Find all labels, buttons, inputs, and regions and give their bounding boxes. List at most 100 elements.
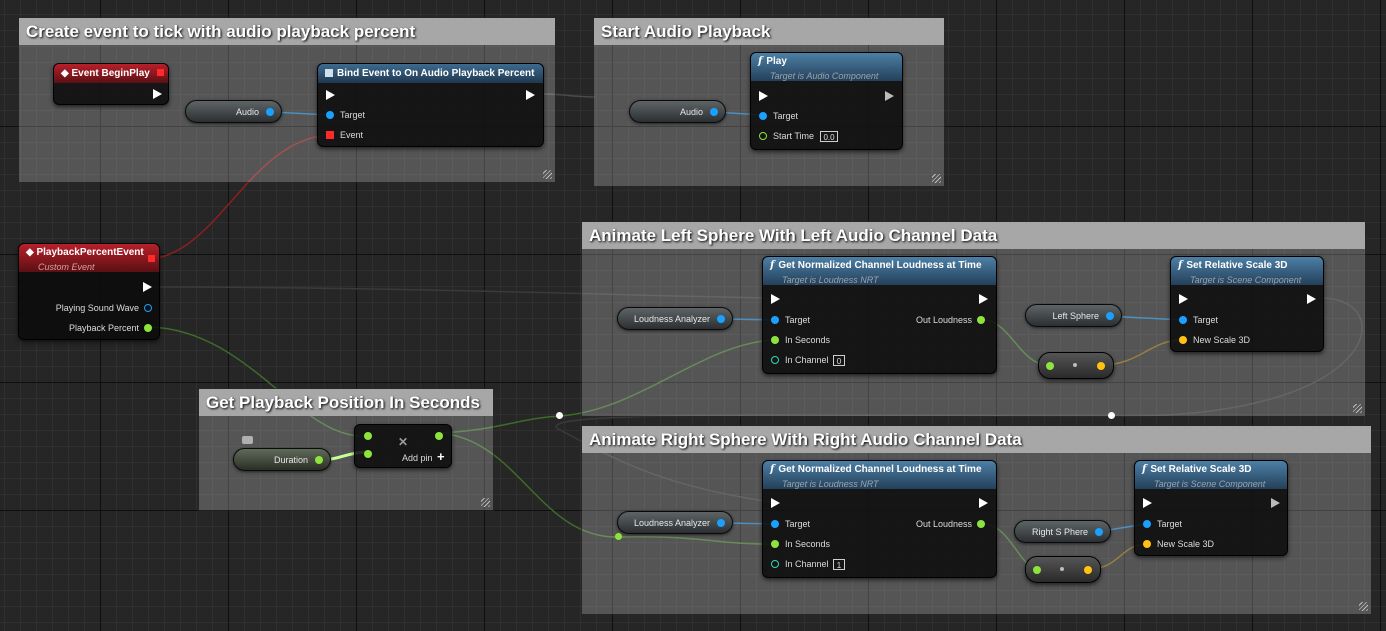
function-icon: f [1178,260,1183,271]
left-make-vector-node[interactable] [1038,352,1114,379]
exec-out-pin[interactable] [153,89,162,99]
playback-percent-pin[interactable] [144,324,152,332]
out-loudness-pin[interactable] [977,316,985,324]
function-icon: f [770,260,775,271]
reroute-node[interactable] [615,533,622,540]
exec-out-pin[interactable] [143,282,152,292]
start-time-input[interactable]: 0.0 [820,131,838,142]
in-channel-pin[interactable] [771,560,779,568]
exec-out-pin[interactable] [979,294,988,304]
event-diamond-icon: ◆ [26,247,37,258]
variable-out-pin[interactable] [1106,312,1114,320]
target-pin[interactable] [771,520,779,528]
event-pin[interactable] [326,131,334,139]
in-seconds-pin[interactable] [771,336,779,344]
resize-handle[interactable] [481,498,490,507]
out-loudness-label: Out Loudness [915,315,972,325]
playing-sound-wave-pin[interactable] [144,304,152,312]
resize-handle[interactable] [1353,404,1362,413]
audio-variable-node[interactable]: Audio [185,100,282,123]
exec-in-pin[interactable] [771,498,780,508]
variable-out-pin[interactable] [315,456,323,464]
comment-get-position[interactable]: Get Playback Position In Seconds [198,388,494,511]
target-pin[interactable] [1179,316,1187,324]
node-title: Set Relative Scale 3D [1186,260,1288,271]
exec-in-pin[interactable] [326,90,335,100]
dot-icon [1060,567,1064,571]
in-seconds-pin[interactable] [771,540,779,548]
exec-out-pin[interactable] [526,90,535,100]
function-icon: f [758,56,763,67]
event-diamond-icon: ◆ [61,68,72,79]
variable-out-pin[interactable] [717,519,725,527]
resize-handle[interactable] [543,170,552,179]
out-loudness-pin[interactable] [977,520,985,528]
plus-icon[interactable]: + [437,449,445,464]
bind-event-node[interactable]: Bind Event to On Audio Playback Percent … [317,63,544,147]
exec-in-pin[interactable] [1179,294,1188,304]
node-subtitle: Target is Audio Component [770,71,879,81]
result-out-pin[interactable] [435,432,443,440]
target-label: Target [1193,315,1219,325]
reroute-node[interactable] [556,412,563,419]
exec-in-pin[interactable] [771,294,780,304]
node-title: Play [766,56,787,67]
resize-handle[interactable] [1359,602,1368,611]
b-in-pin[interactable] [364,450,372,458]
left-sphere-variable-node[interactable]: Left Sphere [1025,304,1122,327]
exec-out-pin[interactable] [979,498,988,508]
loudness-analyzer-variable-node[interactable]: Loudness Analyzer [617,307,733,330]
in-channel-input[interactable]: 1 [833,559,845,570]
in-channel-pin[interactable] [771,356,779,364]
variable-out-pin[interactable] [710,108,718,116]
multiply-node[interactable]: ✕ Add pin + [354,424,452,468]
new-scale-pin[interactable] [1179,336,1187,344]
exec-out-pin[interactable] [1307,294,1316,304]
target-label: Target [785,315,811,325]
variable-out-pin[interactable] [266,108,274,116]
add-pin-label[interactable]: Add pin [402,453,433,463]
new-scale-label: New Scale 3D [1193,335,1251,345]
vector-out-pin[interactable] [1084,566,1092,574]
audio-variable-node[interactable]: Audio [629,100,726,123]
exec-out-pin[interactable] [1271,498,1280,508]
variable-out-pin[interactable] [717,315,725,323]
reroute-node[interactable] [1108,412,1115,419]
exec-in-pin[interactable] [1143,498,1152,508]
a-in-pin[interactable] [364,432,372,440]
right-make-vector-node[interactable] [1025,556,1101,583]
start-time-pin[interactable] [759,132,767,140]
variable-label: Audio [679,107,703,117]
new-scale-pin[interactable] [1143,540,1151,548]
target-pin[interactable] [326,111,334,119]
function-icon: f [1142,464,1147,475]
target-pin[interactable] [759,112,767,120]
playing-sound-wave-label: Playing Sound Wave [55,303,139,313]
target-pin[interactable] [771,316,779,324]
comment-title: Start Audio Playback [594,18,944,45]
loudness-analyzer-variable-node[interactable]: Loudness Analyzer [617,511,733,534]
vector-out-pin[interactable] [1097,362,1105,370]
vector-in-pin[interactable] [1033,566,1041,574]
exec-in-pin[interactable] [759,91,768,101]
variable-out-pin[interactable] [1095,528,1103,536]
delegate-pin[interactable] [148,255,155,262]
right-sphere-variable-node[interactable]: Right S Phere [1014,520,1111,543]
node-subtitle: Target is Loudness NRT [782,479,879,489]
resize-handle[interactable] [932,174,941,183]
target-pin[interactable] [1143,520,1151,528]
duration-variable-node[interactable]: Duration [233,448,331,471]
delegate-pin[interactable] [157,69,164,76]
in-channel-input[interactable]: 0 [833,355,845,366]
event-beginplay-node[interactable]: ◆ Event BeginPlay [53,63,169,105]
vector-in-pin[interactable] [1046,362,1054,370]
comment-bubble-icon[interactable] [242,436,253,444]
exec-out-pin[interactable] [885,91,894,101]
